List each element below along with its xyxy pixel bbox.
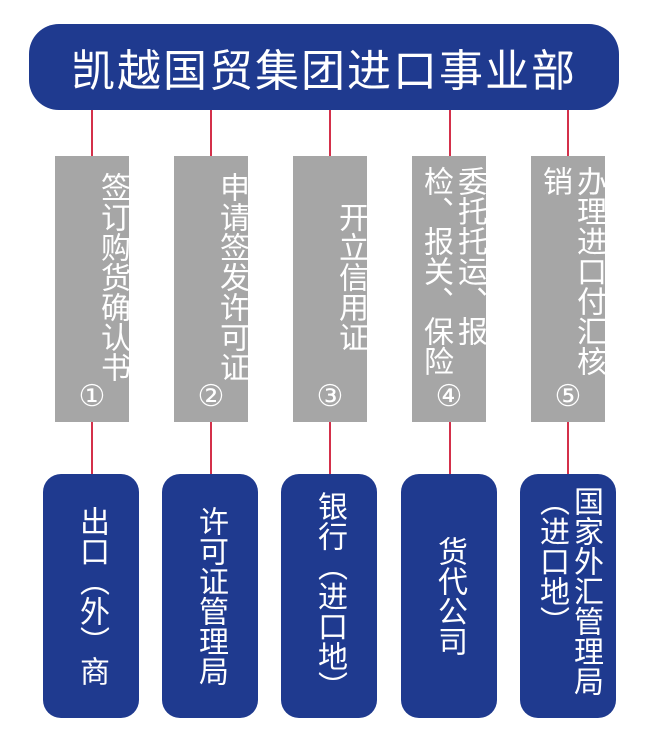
org-box-exporter: 出口（外）商	[43, 474, 139, 718]
connector-line	[449, 110, 451, 156]
org-box-bank: 银行（进口地）	[281, 474, 377, 718]
org-label: 许可证管理局	[193, 506, 228, 686]
step-label: 办理进口付汇核销	[537, 166, 606, 376]
connector-line	[449, 422, 451, 474]
step-number: ②	[197, 379, 225, 414]
step-label: 申请签发许可证	[214, 172, 249, 382]
connector-line	[329, 422, 331, 474]
step-box-2: 申请签发许可证 ②	[174, 156, 249, 422]
connector-line	[210, 422, 212, 474]
step-label: 开立信用证	[333, 202, 368, 352]
connector-line	[329, 110, 331, 156]
org-box-forwarder: 货代公司	[401, 474, 497, 718]
org-label: 国家外汇管理局（进口地）	[534, 486, 603, 696]
step-box-4: 委托托运、报检、报关、保险 ④	[412, 156, 487, 422]
connector-line	[567, 422, 569, 474]
connector-line	[567, 110, 569, 156]
step-box-5: 办理进口付汇核销 ⑤	[531, 156, 606, 422]
department-title: 凯越国贸集团进口事业部	[71, 46, 577, 97]
connector-line	[210, 110, 212, 156]
step-number: ③	[316, 379, 344, 414]
step-number: ①	[78, 379, 106, 414]
org-label: 出口（外）商	[74, 506, 109, 686]
step-box-3: 开立信用证 ③	[293, 156, 368, 422]
step-label: 签订购货确认书	[95, 172, 130, 382]
org-box-forex-bureau: 国家外汇管理局（进口地）	[520, 474, 616, 718]
step-label: 委托托运、报检、报关、保险	[418, 166, 487, 376]
org-label: 货代公司	[432, 536, 467, 656]
department-header: 凯越国贸集团进口事业部	[29, 24, 619, 110]
org-label: 银行（进口地）	[312, 491, 347, 701]
connector-line	[91, 110, 93, 156]
step-number: ⑤	[554, 379, 582, 414]
step-box-1: 签订购货确认书 ①	[55, 156, 130, 422]
step-number: ④	[435, 379, 463, 414]
org-box-license-bureau: 许可证管理局	[162, 474, 258, 718]
connector-line	[91, 422, 93, 474]
